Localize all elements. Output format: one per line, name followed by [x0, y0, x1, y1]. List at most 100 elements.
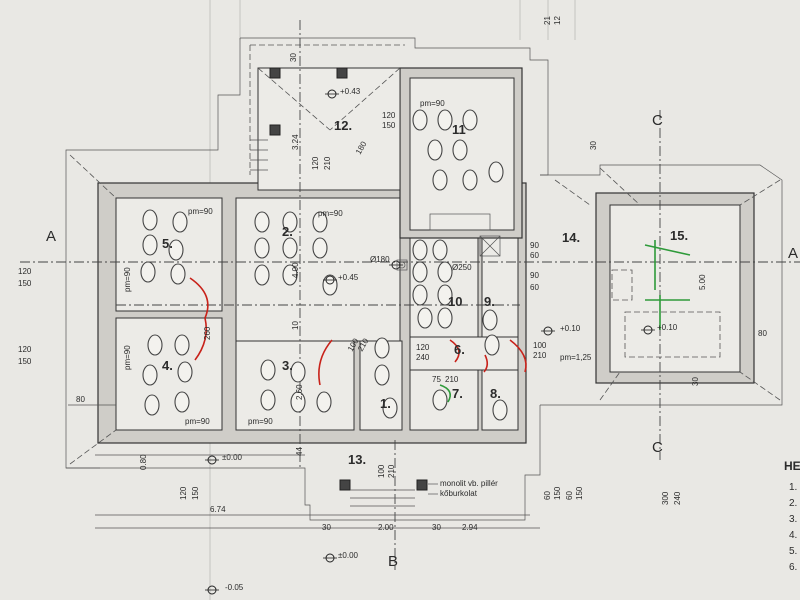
stone-tile: [142, 209, 158, 231]
stone-tile: [412, 284, 428, 306]
level-000b: ±0.00: [338, 551, 359, 560]
stone-tile: [282, 211, 298, 233]
dim-bottom-120: 120: [179, 486, 188, 500]
stone-tile: [312, 211, 328, 233]
legend-item: 6.: [789, 562, 797, 573]
pm-label: pm=90: [185, 417, 210, 426]
room-14: 14.: [562, 230, 580, 245]
axis-c-top: C: [652, 112, 663, 129]
dim-90b: 90: [530, 271, 539, 280]
dim-120-left2: 120: [18, 345, 32, 354]
dim-30b: 30: [432, 523, 441, 532]
stone-tile: [170, 263, 186, 285]
note-koburkolat: kőburkolat: [440, 489, 478, 498]
dim-bottom-150c: 150: [575, 486, 584, 500]
legend-item: 4.: [789, 530, 797, 541]
axis-b: B: [388, 553, 398, 570]
door-swing: [509, 339, 527, 373]
axis-a-left: A: [46, 228, 56, 245]
stone-tile: [437, 284, 453, 306]
door-swing: [449, 339, 460, 363]
dim-674: 6.74: [210, 505, 226, 514]
room-11: 11: [452, 122, 466, 137]
pm-label: pm=90: [248, 417, 273, 426]
legend-title: HE: [784, 459, 800, 473]
legend-item: 5.: [789, 546, 797, 557]
dim-bottom-300: 300: [661, 491, 670, 505]
dim-30a: 30: [322, 523, 331, 532]
stone-tile: [427, 139, 443, 161]
dim-bottom-60: 60: [543, 491, 552, 500]
stone-tile: [290, 391, 306, 413]
dim-60: 60: [530, 251, 539, 260]
room-2: 2.: [282, 224, 293, 239]
stone-tile: [374, 364, 390, 386]
stone-tile: [312, 237, 328, 259]
door-swing: [189, 277, 209, 319]
stone-tile: [174, 334, 190, 356]
stone-tile: [382, 397, 398, 419]
notes: monolit vb. pillér kőburkolat Ø180 Ø250: [370, 235, 501, 498]
stone-tile: [488, 161, 504, 183]
stone-tile: [412, 239, 428, 261]
stone-tile: [260, 389, 276, 411]
stone-tile: [142, 234, 158, 256]
dim-13-210: 210: [387, 464, 396, 478]
legend-item: 1.: [789, 482, 797, 493]
room-4: 4.: [162, 358, 173, 373]
dim-260b: 260: [203, 326, 212, 340]
dim-75: 75: [432, 375, 441, 384]
stone-tile: [254, 211, 270, 233]
note-phi180: Ø180: [370, 255, 390, 264]
dim-210f: 210: [445, 375, 459, 384]
door-swing: [483, 354, 489, 373]
note-monolit: monolit vb. pillér: [440, 479, 498, 488]
stone-tile: [452, 139, 468, 161]
level-043: +0.43: [340, 87, 361, 96]
stone-tile: [260, 359, 276, 381]
stone-tile: [484, 334, 500, 356]
room-numbers: 1. 2. 3. 4. 5. 6. 7. 8. 9. 10 11 12. 13.…: [162, 118, 688, 467]
roof-lines: [69, 67, 781, 465]
stone-tile: [462, 169, 478, 191]
dim-260: 2.60: [295, 384, 304, 400]
stone-tile: [316, 391, 332, 413]
stone-tile: [172, 211, 188, 233]
dim-bottom-60b: 60: [565, 491, 574, 500]
stone-tile: [144, 394, 160, 416]
dim-500: 5.00: [698, 274, 707, 290]
stone-tile: [412, 261, 428, 283]
level-texts: +0.43 +0.45 ±0.00 ±0.00 -0.05 +0.10 +0.1…: [222, 87, 678, 592]
legend: HE 1. 2. 3. 4. 5. 6.: [784, 459, 800, 573]
room-12: 12.: [334, 118, 352, 133]
dim-200: 2.00: [378, 523, 394, 532]
axis-a-right: A: [788, 245, 798, 262]
stone-tile: [282, 264, 298, 286]
dim-30d: 30: [589, 141, 598, 150]
level-045: +0.45: [338, 273, 359, 282]
stone-pattern: [140, 109, 508, 421]
stone-tile: [147, 334, 163, 356]
stone-tile: [322, 274, 338, 296]
stone-tile: [412, 109, 428, 131]
stone-tile: [174, 391, 190, 413]
dim-150-12: 150: [382, 121, 396, 130]
dim-150-left: 150: [18, 279, 32, 288]
level-000a: ±0.00: [222, 453, 243, 462]
room-8: 8.: [490, 386, 501, 401]
stone-tile: [417, 307, 433, 329]
dim-150-left2: 150: [18, 357, 32, 366]
door-swing: [194, 317, 208, 361]
room-10: 10: [448, 294, 462, 309]
stone-tile: [254, 237, 270, 259]
annotation-mark: [439, 384, 451, 403]
dim-44: 44: [295, 447, 304, 456]
dim-30e: 30: [691, 377, 700, 386]
dim-120-left: 120: [18, 267, 32, 276]
pm-label: pm=90: [318, 209, 343, 218]
legend-item: 2.: [789, 498, 797, 509]
dim-bottom-150b: 150: [553, 486, 562, 500]
dim-80a: 80: [76, 395, 85, 404]
door-swings: [189, 240, 691, 403]
